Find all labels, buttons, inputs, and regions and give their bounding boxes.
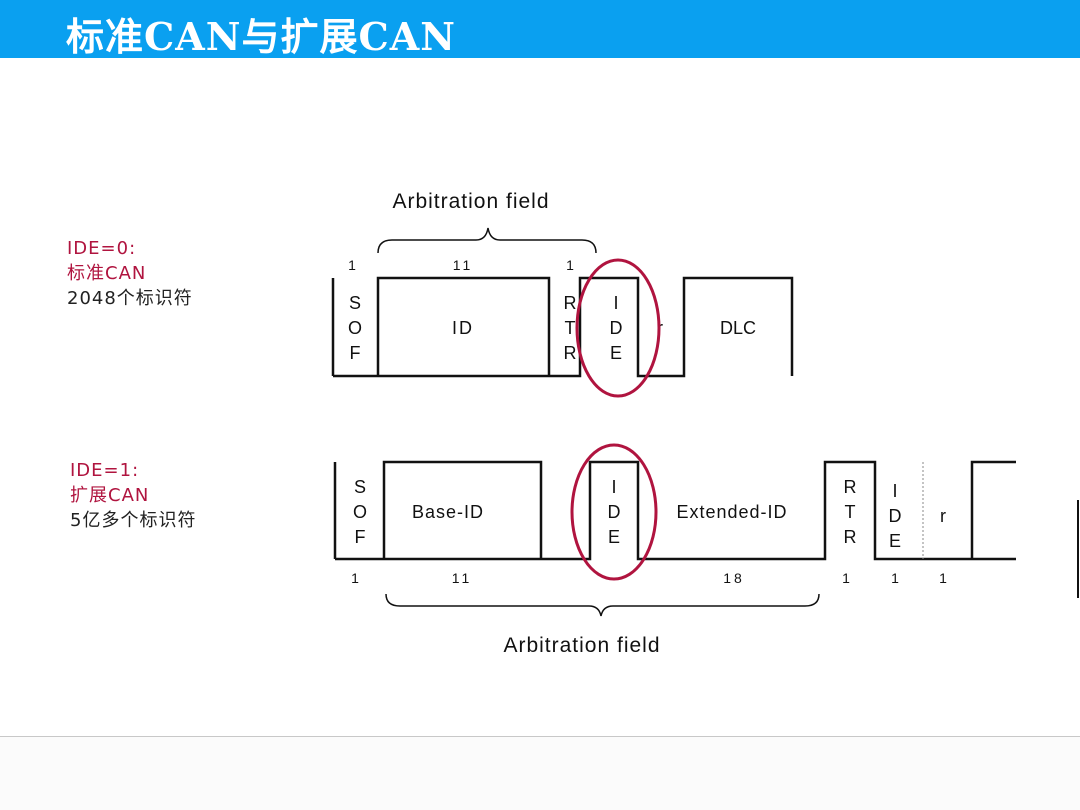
standard-id-bits: 11 [453,257,474,273]
standard-rtr-bits: 1 [566,257,574,273]
standard-sof-letter-o: O [348,318,362,338]
extended-ide-field: I D E [608,477,621,547]
extended-identifier-count: 5亿多个标识符 [70,510,197,531]
extended-frame-lines [333,460,1016,561]
standard-ide-field: I D E [610,293,623,363]
footer-divider [0,736,1080,737]
standard-rtr-letter-r2: R [564,343,577,363]
extended-ide-letter-i: I [611,477,616,497]
standard-arbitration-brace [377,227,597,254]
extended-rtr-bits: 1 [842,570,850,586]
extended-base-id-field: Base-ID [412,502,484,522]
standard-can-label: 标准CAN [67,263,147,284]
standard-ide-highlight-circle [575,258,661,398]
standard-sof-bits: 1 [348,257,356,273]
extended-ext-id-bits: 18 [723,570,745,586]
extended-rtr-field: R T R [844,477,857,547]
extended-rtr-letter-r: R [844,477,857,497]
extended-rtr-letter-r2: R [844,527,857,547]
extended-ide2-letter-i: I [892,481,897,501]
extended-rtr-letter-t: T [845,502,856,522]
extended-arbitration-brace [385,593,820,617]
extended-arbitration-label: Arbitration field [503,634,660,657]
standard-frame: Arbitration field 1 11 1 S O F ID R T R … [331,190,794,398]
standard-rtr-letter-r: R [564,293,577,313]
standard-dlc-field: DLC [720,318,756,338]
standard-id-field: ID [452,318,474,338]
extended-ide-letter-e: E [608,527,620,547]
extended-frame: S O F Base-ID I D E Extended-ID R T R I … [333,443,1079,657]
standard-ide-value: IDE=0: [67,238,137,259]
extended-ext-id-field: Extended-ID [676,502,787,522]
extended-sof-letter-o: O [353,502,367,522]
extended-ide2-field: I D E [889,481,902,551]
standard-arbitration-label: Arbitration field [392,190,549,213]
extended-can-legend: IDE=1: 扩展CAN 5亿多个标识符 [70,458,196,533]
extended-can-label: 扩展CAN [70,485,150,506]
extended-base-id-bits: 11 [452,570,473,586]
extended-r-bits: 1 [939,570,947,586]
extended-sof-field: S O F [353,477,367,547]
extended-ide-value: IDE=1: [70,460,140,481]
standard-can-legend: IDE=0: 标准CAN 2048个标识符 [67,236,193,311]
extended-ide-letter-d: D [608,502,621,522]
title-bar: 标准CAN与扩展CAN [0,0,1080,59]
can-frame-diagram: Arbitration field 1 11 1 S O F ID R T R … [331,190,1079,657]
extended-ide2-letter-d: D [889,506,902,526]
standard-sof-letter-f: F [350,343,361,363]
slide-title: 标准CAN与扩展CAN [66,14,456,59]
extended-ide-highlight-circle [570,443,658,581]
standard-sof-letter-s: S [349,293,361,313]
standard-ide-letter-i: I [613,293,618,313]
standard-ide-letter-d: D [610,318,623,338]
standard-sof-field: S O F [348,293,362,363]
standard-identifier-count: 2048个标识符 [67,288,193,309]
standard-rtr-letter-t: T [565,318,576,338]
footer-band [0,737,1080,810]
extended-ide2-letter-e: E [889,531,901,551]
extended-sof-bits: 1 [351,570,359,586]
standard-rtr-field: R T R [564,293,577,363]
extended-sof-letter-f: F [355,527,366,547]
extended-ide-bits: 1 [891,570,899,586]
extended-sof-letter-s: S [354,477,366,497]
standard-ide-letter-e: E [610,343,622,363]
extended-r-field: r [940,506,946,526]
standard-frame-lines [331,276,794,378]
